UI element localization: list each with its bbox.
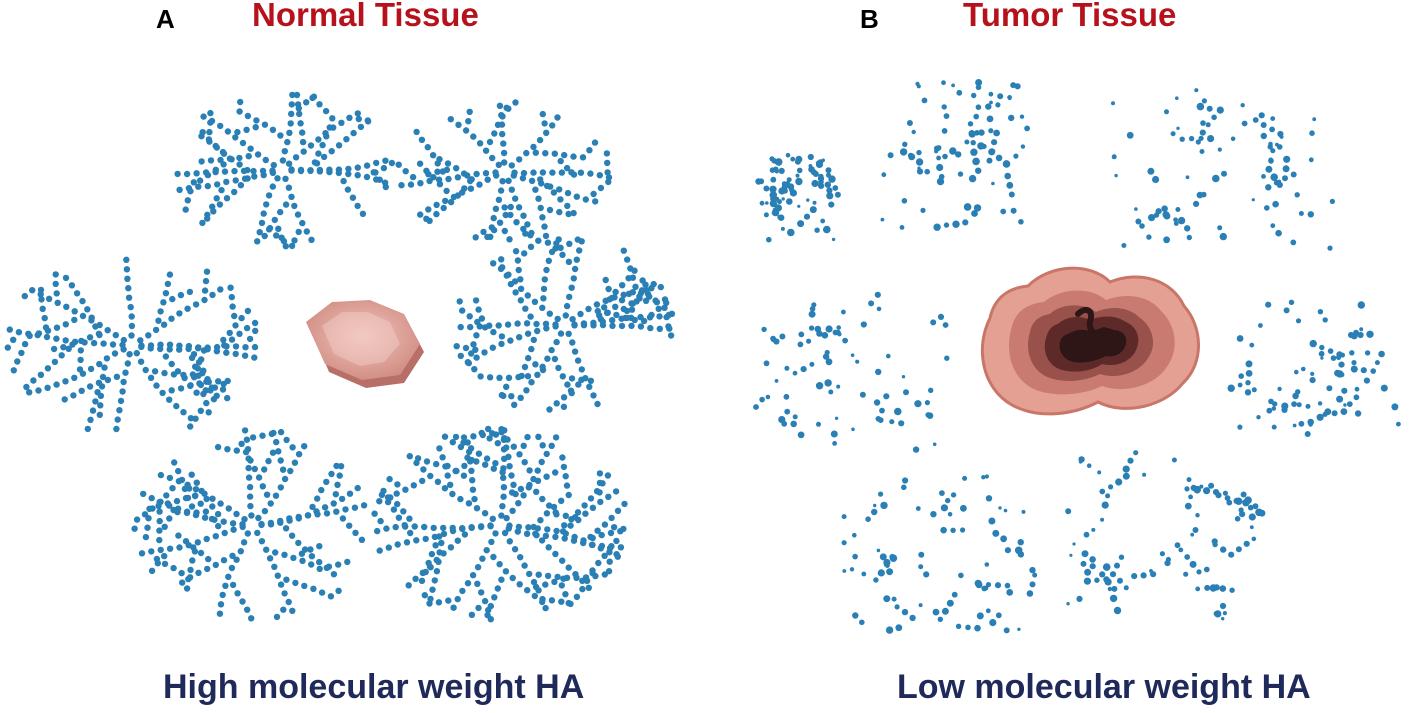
ha-polymer-network: [371, 425, 628, 623]
normal-cell-icon: [306, 300, 424, 388]
panel-b-title: Tumor Tissue: [963, 0, 1177, 33]
ha-fragment-cluster: [753, 291, 950, 453]
ha-fragment-cluster: [1065, 450, 1266, 621]
ha-polymer-network: [174, 91, 396, 250]
ha-fragment-cluster: [1227, 299, 1401, 437]
panel-a-letter: A: [156, 4, 175, 34]
ha-fragment-cluster: [880, 79, 1030, 231]
ha-polymer-network: [453, 236, 676, 413]
ha-polymer-network-icon: [4, 91, 676, 623]
ha-fragment-cluster: [841, 474, 1038, 634]
panel-a-normal-tissue: [4, 91, 676, 623]
tumor-mass-icon: [980, 266, 1200, 416]
panel-a-title: Normal Tissue: [252, 0, 479, 33]
ha-fragment-cluster-icon: [753, 79, 1401, 634]
ha-fragment-cluster: [755, 152, 841, 243]
panel-b-caption: Low molecular weight HA: [897, 668, 1311, 706]
ha-polymer-network: [4, 256, 259, 433]
panel-a-caption: High molecular weight HA: [163, 668, 585, 706]
ha-polymer-network: [131, 427, 368, 622]
panel-b-letter: B: [860, 4, 879, 34]
panel-b-tumor-tissue: [753, 79, 1401, 634]
ha-polymer-network: [395, 99, 613, 243]
ha-fragment-cluster: [1111, 88, 1335, 251]
